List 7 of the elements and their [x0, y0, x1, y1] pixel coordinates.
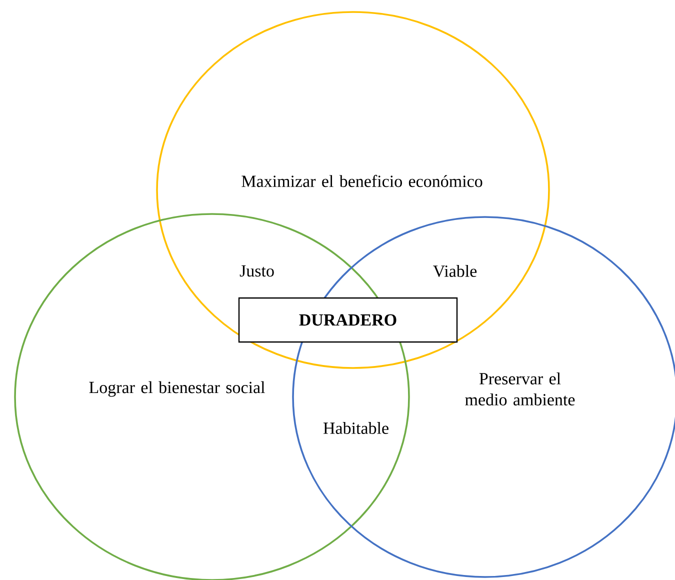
circle-label: Lograr el bienestar social — [89, 381, 265, 397]
circle-label: Preservar el medio ambiente — [465, 372, 575, 406]
region-label: Habitable — [323, 422, 388, 434]
circle — [156, 11, 550, 369]
region-label: Viable — [433, 264, 477, 278]
region-label: Justo — [240, 265, 274, 277]
circle-label: Maximizar el beneficio económico — [242, 174, 482, 188]
